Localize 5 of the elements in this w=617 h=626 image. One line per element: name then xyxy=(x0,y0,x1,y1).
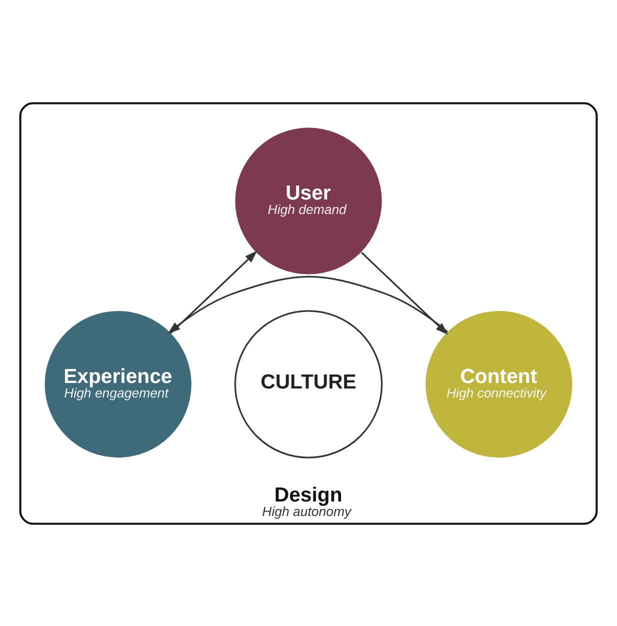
node-circle: CULTURE xyxy=(234,310,383,458)
node-circle: User High demand xyxy=(235,127,382,274)
node-circle: Experience High engagement xyxy=(44,310,192,458)
node-circle: Content High connectivity xyxy=(426,310,572,458)
arrow xyxy=(170,250,258,334)
